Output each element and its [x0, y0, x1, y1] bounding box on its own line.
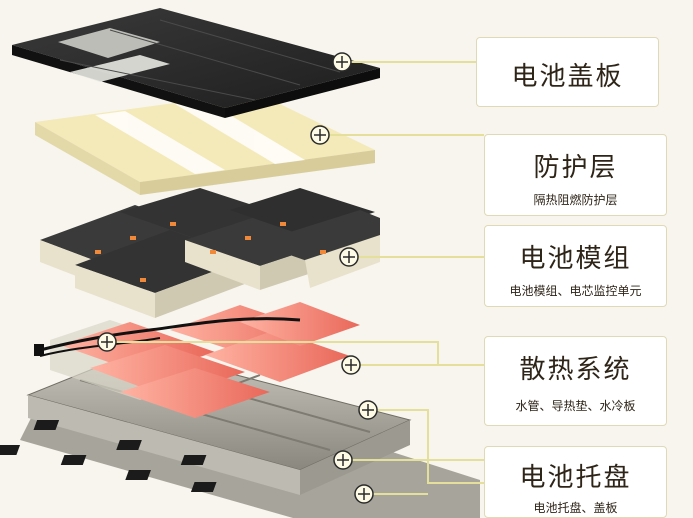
- label-cooling-system: 散热系统 水管、导热垫、水冷板: [484, 336, 667, 426]
- label-battery-tray: 电池托盘 电池托盘、盖板: [484, 446, 667, 518]
- label-subtitle: 电池模组、电芯监控单元: [509, 284, 642, 298]
- plus-marker-icon: [354, 484, 374, 504]
- protection-layer: [35, 92, 375, 195]
- plus-marker-icon: [339, 247, 359, 267]
- battery-modules-layer: [40, 188, 380, 318]
- label-title: 防护层: [533, 153, 618, 183]
- label-title: 电池托盘: [519, 463, 632, 493]
- label-title: 散热系统: [519, 355, 632, 385]
- label-title: 电池盖板: [511, 62, 624, 92]
- plus-marker-icon: [97, 332, 117, 352]
- label-protection-layer: 防护层 隔热阻燃防护层: [484, 134, 667, 216]
- plus-marker-icon: [341, 355, 361, 375]
- label-battery-module: 电池模组 电池模组、电芯监控单元: [484, 225, 667, 307]
- plus-marker-icon: [333, 450, 353, 470]
- plus-marker-icon: [358, 400, 378, 420]
- label-subtitle: 电池托盘、盖板: [533, 501, 618, 515]
- plus-marker-icon: [332, 52, 352, 72]
- label-subtitle: 隔热阻燃防护层: [533, 193, 618, 207]
- label-subtitle: 水管、导热垫、水冷板: [515, 399, 636, 413]
- connector-lines: [116, 61, 484, 495]
- label-title: 电池模组: [519, 244, 632, 274]
- battery-cover-layer: [12, 8, 380, 118]
- cooling-system-layer: [34, 302, 360, 418]
- plus-marker-icon: [310, 125, 330, 145]
- plus-markers: [97, 52, 378, 504]
- label-battery-cover: 电池盖板: [476, 37, 659, 107]
